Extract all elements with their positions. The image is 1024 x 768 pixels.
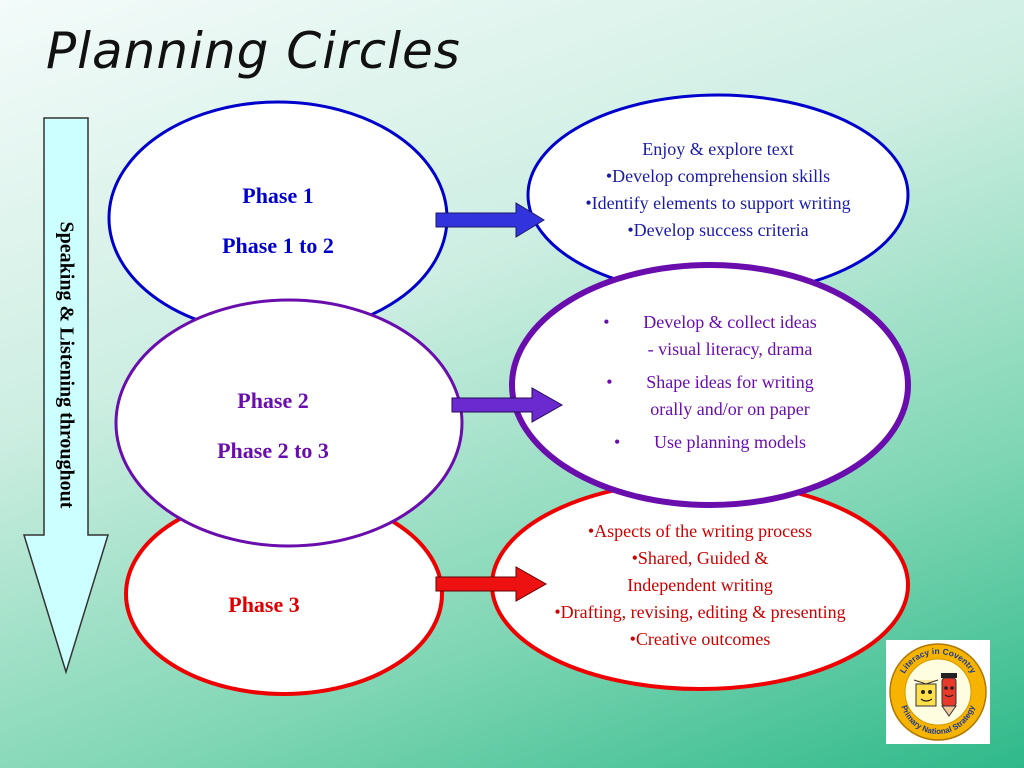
detail-1-line-2: •Develop comprehension skills bbox=[605, 166, 831, 186]
speaking-listening-arrow bbox=[22, 117, 110, 675]
detail-3-line-2: •Shared, Guided & bbox=[631, 548, 769, 568]
phase-2-line-1: Phase 2 bbox=[237, 388, 309, 413]
detail-3-line-3: Independent writing bbox=[627, 575, 773, 595]
detail-3-line-1: •Aspects of the writing process bbox=[587, 521, 813, 541]
detail-1-line-4: •Develop success criteria bbox=[627, 220, 809, 240]
literacy-logo: Literacy in Coventry Primary National St… bbox=[886, 640, 990, 744]
literacy-logo-badge: Literacy in Coventry Primary National St… bbox=[889, 643, 987, 741]
detail-2-bullet-3: • Use planning models bbox=[560, 429, 860, 456]
detail-3-text: •Aspects of the writing process •Shared,… bbox=[500, 518, 900, 653]
phase-2-label: Phase 2 Phase 2 to 3 bbox=[173, 388, 373, 488]
phase-2-circle bbox=[114, 298, 464, 548]
detail-2-bullet-2-text: Shape ideas for writing orally and/or on… bbox=[646, 372, 814, 419]
speaking-listening-label: Speaking & Listening throughout bbox=[55, 221, 78, 509]
phase-1-line-2: Phase 1 to 2 bbox=[222, 233, 334, 258]
detail-1-text: Enjoy & explore text •Develop comprehens… bbox=[538, 136, 898, 244]
detail-2-bullet-1: • Develop & collect ideas - visual liter… bbox=[560, 309, 860, 363]
detail-3-line-4: •Drafting, revising, editing & presentin… bbox=[554, 602, 846, 622]
phase-1-arrow bbox=[435, 202, 545, 238]
page-title: Planning Circles bbox=[46, 22, 461, 80]
book-character-icon bbox=[913, 679, 939, 707]
pencil-character-icon bbox=[941, 673, 957, 717]
phase-2-line-2: Phase 2 to 3 bbox=[217, 438, 329, 463]
detail-2-text: • Develop & collect ideas - visual liter… bbox=[560, 309, 860, 456]
phase-3-line-1: Phase 3 bbox=[228, 592, 300, 617]
detail-2-bullet-3-text: Use planning models bbox=[654, 432, 806, 452]
detail-2-ellipse bbox=[509, 262, 911, 508]
detail-3-line-5: •Creative outcomes bbox=[629, 629, 771, 649]
detail-1-line-3: •Identify elements to support writing bbox=[585, 193, 851, 213]
phase-2-arrow bbox=[451, 387, 564, 423]
phase-1-label: Phase 1 Phase 1 to 2 bbox=[178, 183, 378, 283]
phase-1-line-1: Phase 1 bbox=[242, 183, 314, 208]
phase-3-arrow bbox=[435, 566, 548, 602]
detail-2-bullet-1-text: Develop & collect ideas - visual literac… bbox=[643, 312, 817, 359]
detail-1-line-1: Enjoy & explore text bbox=[642, 139, 794, 159]
phase-3-label: Phase 3 bbox=[164, 592, 364, 642]
detail-2-bullet-2: • Shape ideas for writing orally and/or … bbox=[560, 369, 860, 423]
